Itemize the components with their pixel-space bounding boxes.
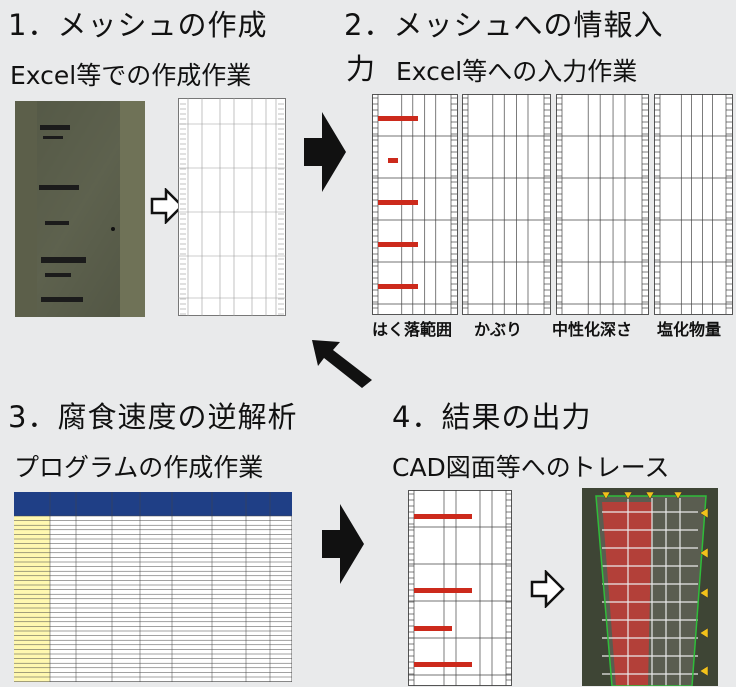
analysis-table: [14, 492, 292, 682]
black-right-arrow-icon: [304, 112, 346, 192]
step2-subtitle: Excel等への入力作業: [396, 57, 638, 86]
concrete-beam-photo: [15, 101, 145, 317]
spalling-marks: [378, 116, 418, 289]
traced-cad-photo: [582, 488, 718, 686]
step1-subtitle: Excel等での作成作業: [10, 61, 252, 90]
result-marks: [414, 514, 472, 667]
empty-mesh-grid: [178, 98, 286, 316]
mesh-panel-chloride: [654, 94, 733, 315]
step3-title: 3．腐食速度の逆解析: [8, 400, 298, 434]
step2-title-continued: 力: [346, 52, 377, 86]
step4-title: 4．結果の出力: [392, 400, 592, 434]
triangle-marker-icon: [601, 491, 709, 677]
result-mesh: [408, 490, 512, 686]
mesh-panel-carbonation: [556, 94, 649, 315]
step2-title: 2．メッシュへの情報入: [344, 8, 664, 42]
mesh-panels-group: [372, 94, 733, 315]
panel-label-chloride: 塩化物量: [657, 320, 722, 339]
hollow-right-arrow-icon: [530, 570, 565, 608]
panel-label-cover: かぶり: [474, 320, 523, 339]
step3-subtitle: プログラムの作成作業: [14, 453, 264, 482]
panel-label-carbonation: 中性化深さ: [552, 320, 633, 339]
panel-label-spalling: はく落範囲: [372, 320, 453, 339]
step1-title: 1．メッシュの作成: [8, 8, 268, 42]
black-diagonal-arrow-icon: [312, 340, 372, 388]
mesh-panel-cover: [462, 94, 551, 315]
black-right-arrow-icon: [322, 504, 364, 584]
hollow-right-arrow-icon: [150, 188, 184, 224]
step4-subtitle: CAD図面等へのトレース: [392, 453, 670, 482]
